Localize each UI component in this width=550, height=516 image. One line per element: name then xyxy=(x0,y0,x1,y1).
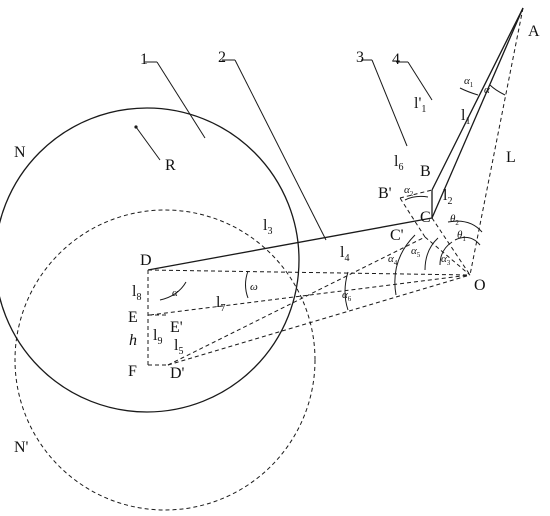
line-E-prime-O xyxy=(149,274,471,316)
leader-2 xyxy=(234,59,327,241)
leader-R xyxy=(135,126,161,161)
line-C-prime-B-prime xyxy=(399,197,426,238)
angle-alpha2: α2 xyxy=(404,184,414,198)
label-h: h xyxy=(129,332,137,349)
length-l7: l7 xyxy=(216,294,225,314)
angle-alpha5: α5 xyxy=(411,245,421,259)
length-l3: l3 xyxy=(263,217,272,237)
callout-1: 1 xyxy=(140,51,148,68)
label-D: D xyxy=(140,252,152,269)
line-C-O xyxy=(431,217,471,276)
angle-alpha6: α6 xyxy=(342,289,352,303)
arc-alpha2 xyxy=(404,195,429,201)
label-C: C xyxy=(420,209,431,226)
angle-alpha3: α3 xyxy=(441,253,451,267)
arc-alpha4 xyxy=(394,234,416,296)
angle-alpha: α xyxy=(484,84,490,96)
angle-theta2: θ2 xyxy=(450,213,459,227)
line-D-prime-C-prime xyxy=(167,236,426,366)
arc-alpha xyxy=(489,84,506,96)
leader-1 xyxy=(156,61,206,139)
circle-N xyxy=(0,107,300,413)
arc-alpha-D xyxy=(159,281,187,301)
arc-theta1 xyxy=(454,236,481,246)
angle-alpha4: α4 xyxy=(388,253,398,267)
callout-2: 2 xyxy=(218,49,226,66)
length-l9: l9 xyxy=(153,327,162,347)
label-L: L xyxy=(506,149,516,166)
callout-3: 3 xyxy=(356,49,364,66)
arc-alpha6 xyxy=(344,271,349,311)
label-D-prime: D' xyxy=(170,365,185,382)
angle-theta1: θ1 xyxy=(457,229,466,243)
label-E-prime: E' xyxy=(170,319,183,336)
line-D-O xyxy=(147,269,471,276)
length-l6: l6 xyxy=(394,153,403,173)
label-B: B xyxy=(420,163,431,180)
line-B-prime-B xyxy=(399,189,433,199)
arc-alpha1 xyxy=(459,87,479,96)
length-l5: l5 xyxy=(174,337,183,357)
callout-4: 4 xyxy=(392,51,400,68)
line-A-O xyxy=(469,7,524,276)
line-C-prime-O xyxy=(424,236,471,276)
leader-4 xyxy=(407,61,433,101)
length-l2: l2 xyxy=(443,187,452,207)
label-R: R xyxy=(165,157,176,174)
arc-alpha5 xyxy=(424,237,439,271)
length-l1: l1 xyxy=(461,107,470,127)
arc-omega xyxy=(245,270,249,299)
line-C-A xyxy=(431,7,524,219)
label-F: F xyxy=(128,363,137,380)
line-B-A xyxy=(431,7,524,191)
arc-alpha3 xyxy=(439,241,453,266)
length-l8: l8 xyxy=(132,283,141,303)
label-E: E xyxy=(128,309,138,326)
label-N-prime: N' xyxy=(14,439,29,456)
line-D-C xyxy=(147,217,433,271)
label-O: O xyxy=(474,277,486,294)
angle-alpha1: α1 xyxy=(464,75,474,89)
circle-N-prime xyxy=(14,209,316,511)
label-N: N xyxy=(14,144,26,161)
angle-omega: ω xyxy=(250,281,258,293)
leader-3 xyxy=(371,59,408,147)
label-C-prime: C' xyxy=(390,227,404,244)
length-l1-prime: l'1 xyxy=(414,95,426,115)
line-D-prime-O xyxy=(167,274,471,366)
label-B-prime: B' xyxy=(378,185,392,202)
length-l4: l4 xyxy=(340,244,349,264)
label-A: A xyxy=(528,23,540,40)
angle-alpha-D: α xyxy=(172,287,178,299)
arc-theta2 xyxy=(447,220,483,233)
